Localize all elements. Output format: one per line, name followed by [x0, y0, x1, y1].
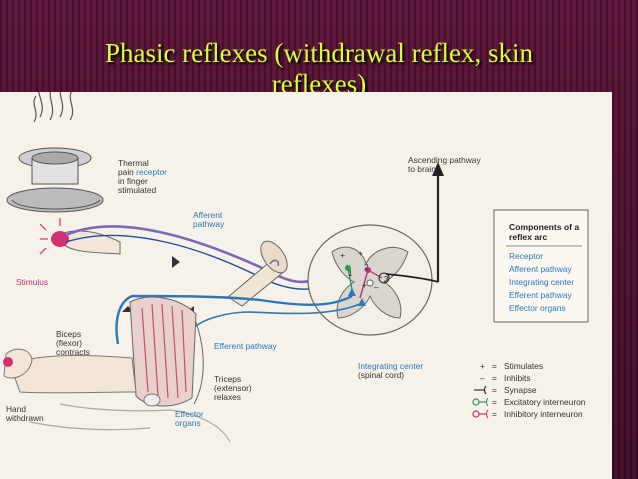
label-biceps-2: (flexor)	[56, 338, 82, 348]
components-title-2: reflex arc	[509, 232, 547, 242]
svg-text:=: =	[492, 361, 497, 371]
label-integrating-2: (spinal cord)	[358, 370, 404, 380]
label-thermal-5: stimulated	[118, 185, 157, 195]
hot-pot-icon	[6, 147, 104, 213]
svg-text:+: +	[340, 250, 345, 260]
nerve-bundle	[227, 240, 288, 307]
efferent-pathway-2	[189, 303, 361, 333]
reflex-arc-figure: + + + – 1 2 3	[0, 92, 612, 479]
legend-synapse: Synapse	[504, 385, 537, 395]
legend-excitatory: Excitatory interneuron	[504, 397, 586, 407]
number-3: 3	[384, 274, 389, 284]
arm-muscle-icon	[129, 296, 204, 407]
component-effector: Effector organs	[509, 303, 566, 313]
legend-inhibitory: Inhibitory interneuron	[504, 409, 583, 419]
label-hand-2: withdrawn	[5, 413, 44, 423]
inhibitory-interneuron-icon	[472, 409, 489, 419]
label-effector-1: Effector	[175, 409, 204, 419]
slide-title: Phasic reflexes (withdrawal reflex, skin…	[0, 38, 638, 100]
spinal-cord-icon	[307, 224, 433, 336]
svg-text:=: =	[492, 373, 497, 383]
legend: + = Stimulates – = Inhibits = Synapse =	[472, 361, 586, 419]
svg-text:=: =	[492, 385, 497, 395]
label-thermal-4: in finger	[118, 176, 148, 186]
steam-icon	[33, 92, 74, 123]
label-thermal-2: pain receptor	[118, 167, 167, 177]
label-integrating-1: Integrating center	[358, 361, 423, 371]
synapse-icon	[474, 385, 487, 395]
component-afferent: Afferent pathway	[509, 264, 573, 274]
withdrawn-arm-icon	[3, 348, 231, 443]
components-title-1: Components of a	[509, 222, 579, 232]
label-afferent-1: Afferent	[193, 210, 223, 220]
label-hand-1: Hand	[6, 404, 26, 414]
label-efferent: Efferent pathway	[214, 341, 278, 351]
label-ascending-2: to brain	[408, 164, 436, 174]
label-biceps-1: Biceps	[56, 329, 81, 339]
label-ascending-1: Ascending pathway	[408, 155, 481, 165]
efferent-pathway	[115, 294, 353, 345]
label-triceps-2: (extensor)	[214, 383, 252, 393]
legend-inhibits: Inhibits	[504, 373, 531, 383]
component-receptor: Receptor	[509, 251, 543, 261]
legend-symbol-minus: –	[480, 373, 485, 383]
reflex-arc-diagram: + + + – 1 2 3	[0, 92, 612, 479]
label-thermal-1: Thermal	[118, 158, 149, 168]
excitatory-interneuron-icon	[472, 397, 489, 407]
label-stimulus: Stimulus	[16, 277, 48, 287]
finger-icon	[39, 218, 121, 255]
svg-text:=: =	[492, 409, 497, 419]
title-line-1: Phasic reflexes (withdrawal reflex, skin	[104, 38, 534, 68]
label-triceps-1: Triceps	[214, 374, 241, 384]
svg-text:+: +	[362, 280, 367, 290]
ascending-arrow	[385, 162, 444, 283]
label-triceps-3: relaxes	[214, 392, 241, 402]
legend-symbol-plus: +	[480, 361, 485, 371]
number-2: 2	[364, 262, 369, 272]
legend-stimulates: Stimulates	[504, 361, 543, 371]
interneurons: + + + –	[340, 248, 390, 306]
label-biceps-3: contracts	[56, 347, 90, 357]
number-1: 1	[348, 268, 353, 278]
svg-text:=: =	[492, 397, 497, 407]
label-effector-2: organs	[175, 418, 201, 428]
component-integrating: Integrating center	[509, 277, 574, 287]
component-efferent: Efferent pathway	[509, 290, 573, 300]
svg-text:+: +	[358, 248, 363, 258]
svg-text:–: –	[374, 282, 379, 292]
label-afferent-2: pathway	[193, 219, 225, 229]
components-box: Components of a reflex arc Receptor Affe…	[493, 209, 589, 323]
